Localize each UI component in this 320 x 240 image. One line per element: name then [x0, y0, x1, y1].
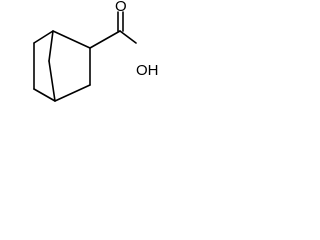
bond-carbonyl-hydroxyl	[119, 30, 137, 44]
bicyclic-carboxylic-acid-structure: O OH	[33, 0, 159, 102]
bond-bridge-bottom	[48, 60, 56, 102]
bond-c2-carbonyl-carbon	[89, 30, 121, 49]
bond-c1-c7	[33, 30, 54, 44]
bond-c7-c2	[52, 30, 91, 49]
hydroxyl-label: OH	[136, 62, 159, 79]
bond-c3-c4	[54, 84, 91, 102]
bond-bridge-top	[48, 30, 54, 62]
oxygen-label: O	[115, 0, 127, 15]
bond-c4-c5	[33, 88, 56, 102]
